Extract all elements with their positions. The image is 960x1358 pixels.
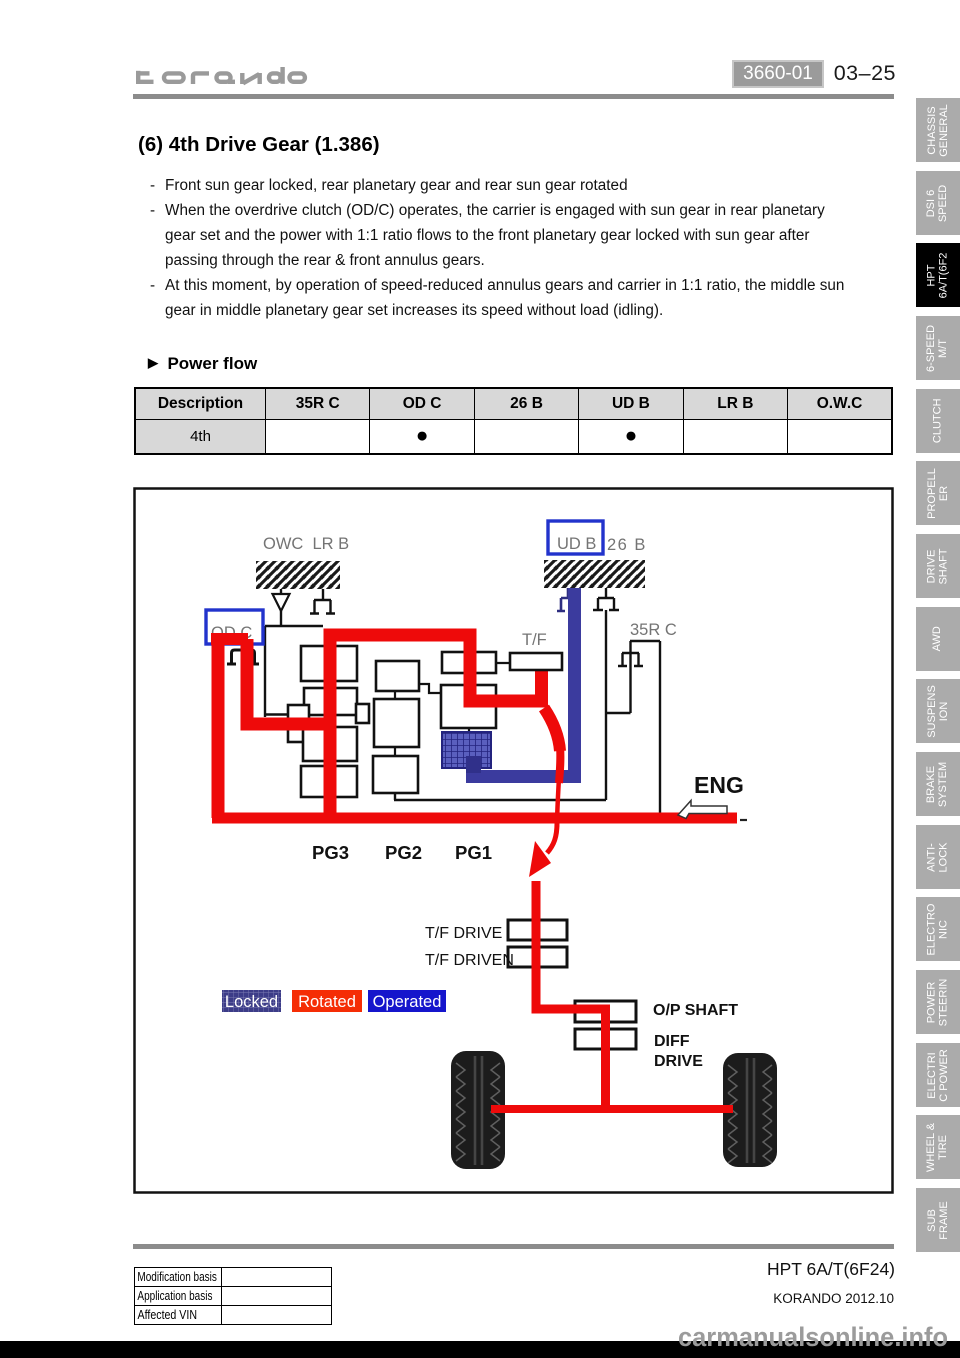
svg-text:Locked: Locked xyxy=(225,993,278,1011)
svg-text:DIFF: DIFF xyxy=(654,1033,690,1050)
svg-text:Rotated: Rotated xyxy=(298,993,356,1011)
svg-text:OWC LR B: OWC LR B xyxy=(263,535,349,553)
svg-text:PG1: PG1 xyxy=(455,842,492,863)
svg-text:T/F DRIVE: T/F DRIVE xyxy=(425,925,502,942)
svg-text:PG2: PG2 xyxy=(385,842,422,863)
svg-text:ENG: ENG xyxy=(694,772,744,798)
svg-text:UD B: UD B xyxy=(557,535,596,553)
svg-text:O/P SHAFT: O/P SHAFT xyxy=(653,1002,738,1019)
svg-text:T/F DRIVEN: T/F DRIVEN xyxy=(425,952,514,969)
svg-text:35R C: 35R C xyxy=(630,621,677,639)
svg-text:Operated: Operated xyxy=(373,993,442,1011)
svg-text:T/F: T/F xyxy=(522,631,547,649)
svg-text:PG3: PG3 xyxy=(312,842,349,863)
svg-text:26 B: 26 B xyxy=(607,536,647,554)
svg-text:DRIVE: DRIVE xyxy=(654,1053,703,1070)
